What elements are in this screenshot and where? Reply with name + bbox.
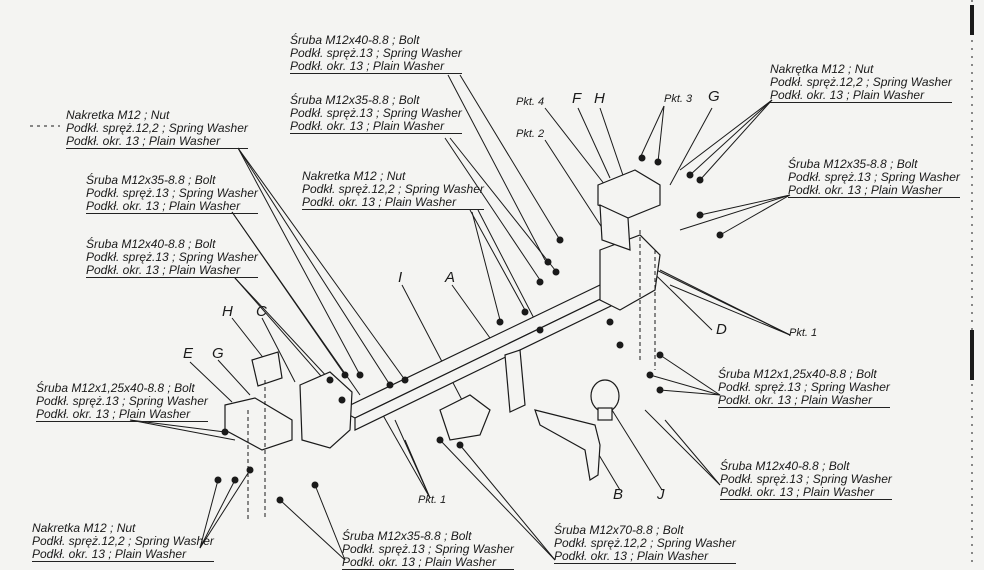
callout-bolt-m12x35-right: Śruba M12x35-8.8 ; Bolt Podkł. spręż.13 … bbox=[788, 158, 960, 198]
label-line: Podkł. okr. 13 ; Plain Washer bbox=[86, 264, 258, 278]
label-line: Podkł. spręż.12,2 ; Spring Washer bbox=[554, 536, 736, 550]
label-line: Podkł. okr. 13 ; Plain Washer bbox=[290, 60, 462, 74]
pkt-1-right: Pkt. 1 bbox=[789, 327, 818, 339]
callout-bolt-m12x125-left: Śruba M12x1,25x40-8.8 ; Bolt Podkł. sprę… bbox=[36, 382, 208, 422]
label-line: Podkł. okr. 13 ; Plain Washer bbox=[788, 184, 960, 198]
callout-bolt-m12x40-left: Śruba M12x40-8.8 ; Bolt Podkł. spręż.13 … bbox=[86, 238, 258, 278]
label-line: Podkł. okr. 13 ; Plain Washer bbox=[554, 550, 736, 564]
label-line: Śruba M12x70-8.8 ; Bolt bbox=[554, 523, 684, 537]
label-line: Podkł. spręż.13 ; Spring Washer bbox=[788, 170, 960, 184]
label-line: Podkł. spręż.12,2 ; Spring Washer bbox=[66, 121, 248, 135]
callout-nut-bottom-left: Nakretka M12 ; Nut Podkł. spręż.12,2 ; S… bbox=[32, 522, 214, 562]
scan-edge-marks bbox=[970, 0, 974, 564]
callout-bolt-m12x125-right: Śruba M12x1,25x40-8.8 ; Bolt Podkł. sprę… bbox=[718, 368, 890, 408]
label-line: Podkł. okr. 13 ; Plain Washer bbox=[36, 408, 208, 422]
label-line: Podkł. okr. 13 ; Plain Washer bbox=[32, 548, 214, 562]
part-letter-c: C bbox=[256, 303, 267, 320]
callout-nut-top-right: Nakrętka M12 ; Nut Podkł. spręż.12,2 ; S… bbox=[770, 63, 952, 103]
label-line: Nakrętka M12 ; Nut bbox=[770, 62, 874, 76]
label-line: Podkł. okr. 13 ; Plain Washer bbox=[302, 196, 484, 210]
pkt-2: Pkt. 2 bbox=[516, 128, 545, 140]
label-line: Nakretka M12 ; Nut bbox=[302, 169, 406, 183]
label-line: Śruba M12x40-8.8 ; Bolt bbox=[290, 33, 420, 47]
label-line: Śruba M12x35-8.8 ; Bolt bbox=[290, 93, 420, 107]
label-line: Podkł. okr. 13 ; Plain Washer bbox=[770, 89, 952, 103]
label-line: Śruba M12x1,25x40-8.8 ; Bolt bbox=[718, 367, 877, 381]
label-line: Śruba M12x35-8.8 ; Bolt bbox=[86, 173, 216, 187]
part-letter-g-top: G bbox=[708, 88, 720, 105]
label-line: Podkł. okr. 13 ; Plain Washer bbox=[720, 486, 892, 500]
callout-bolt-m12x70-bottom: Śruba M12x70-8.8 ; Bolt Podkł. spręż.12,… bbox=[554, 524, 736, 564]
label-line: Podkł. okr. 13 ; Plain Washer bbox=[342, 556, 514, 570]
part-letter-g-left: G bbox=[212, 345, 224, 362]
pkt-1-bottom: Pkt. 1 bbox=[418, 494, 447, 506]
label-line: Śruba M12x35-8.8 ; Bolt bbox=[342, 529, 472, 543]
callout-nut-left: Nakretka M12 ; Nut Podkł. spręż.12,2 ; S… bbox=[66, 109, 248, 149]
callout-bolt-m12x35-left: Śruba M12x35-8.8 ; Bolt Podkł. spręż.13 … bbox=[86, 174, 258, 214]
callout-bolt-m12x35-top: Śruba M12x35-8.8 ; Bolt Podkł. spręż.13 … bbox=[290, 94, 462, 134]
label-line: Podkł. okr. 13 ; Plain Washer bbox=[66, 135, 248, 149]
label-line: Podkł. spręż.13 ; Spring Washer bbox=[290, 46, 462, 60]
callout-bolt-m12x40-right: Śruba M12x40-8.8 ; Bolt Podkł. spręż.13 … bbox=[720, 460, 892, 500]
label-line: Nakretka M12 ; Nut bbox=[32, 521, 136, 535]
part-letter-h-left: H bbox=[222, 303, 233, 320]
part-letter-h-top: H bbox=[594, 90, 605, 107]
callout-nut-center: Nakretka M12 ; Nut Podkł. spręż.12,2 ; S… bbox=[302, 170, 484, 210]
label-line: Podkł. spręż.13 ; Spring Washer bbox=[342, 542, 514, 556]
label-line: Podkł. okr. 13 ; Plain Washer bbox=[718, 394, 890, 408]
label-line: Podkł. spręż.13 ; Spring Washer bbox=[290, 106, 462, 120]
label-line: Śruba M12x35-8.8 ; Bolt bbox=[788, 157, 918, 171]
label-line: Nakretka M12 ; Nut bbox=[66, 108, 170, 122]
part-letter-j: J bbox=[657, 486, 665, 503]
label-line: Podkł. spręż.13 ; Spring Washer bbox=[36, 394, 208, 408]
label-line: Śruba M12x40-8.8 ; Bolt bbox=[720, 459, 850, 473]
label-line: Podkł. spręż.13 ; Spring Washer bbox=[718, 380, 890, 394]
label-line: Podkł. spręż.12,2 ; Spring Washer bbox=[32, 534, 214, 548]
part-letter-i: I bbox=[398, 269, 403, 286]
part-letter-e: E bbox=[183, 345, 194, 362]
pkt-4: Pkt. 4 bbox=[516, 96, 545, 108]
label-line: Śruba M12x40-8.8 ; Bolt bbox=[86, 237, 216, 251]
label-line: Śruba M12x1,25x40-8.8 ; Bolt bbox=[36, 381, 195, 395]
part-letter-b: B bbox=[613, 486, 624, 503]
callout-bolt-m12x35-bottom: Śruba M12x35-8.8 ; Bolt Podkł. spręż.13 … bbox=[342, 530, 514, 570]
pkt-3: Pkt. 3 bbox=[664, 93, 693, 105]
label-line: Podkł. spręż.13 ; Spring Washer bbox=[86, 186, 258, 200]
label-line: Podkł. spręż.12,2 ; Spring Washer bbox=[770, 75, 952, 89]
part-letter-a: A bbox=[445, 269, 456, 286]
callout-bolt-m12x40-top: Śruba M12x40-8.8 ; Bolt Podkł. spręż.13 … bbox=[290, 34, 462, 74]
label-line: Podkł. spręż.12,2 ; Spring Washer bbox=[302, 182, 484, 196]
part-letter-f: F bbox=[572, 90, 582, 107]
label-line: Podkł. spręż.13 ; Spring Washer bbox=[86, 250, 258, 264]
label-line: Podkł. okr. 13 ; Plain Washer bbox=[86, 200, 258, 214]
label-line: Podkł. okr. 13 ; Plain Washer bbox=[290, 120, 462, 134]
label-line: Podkł. spręż.13 ; Spring Washer bbox=[720, 472, 892, 486]
part-letter-d: D bbox=[716, 321, 727, 338]
